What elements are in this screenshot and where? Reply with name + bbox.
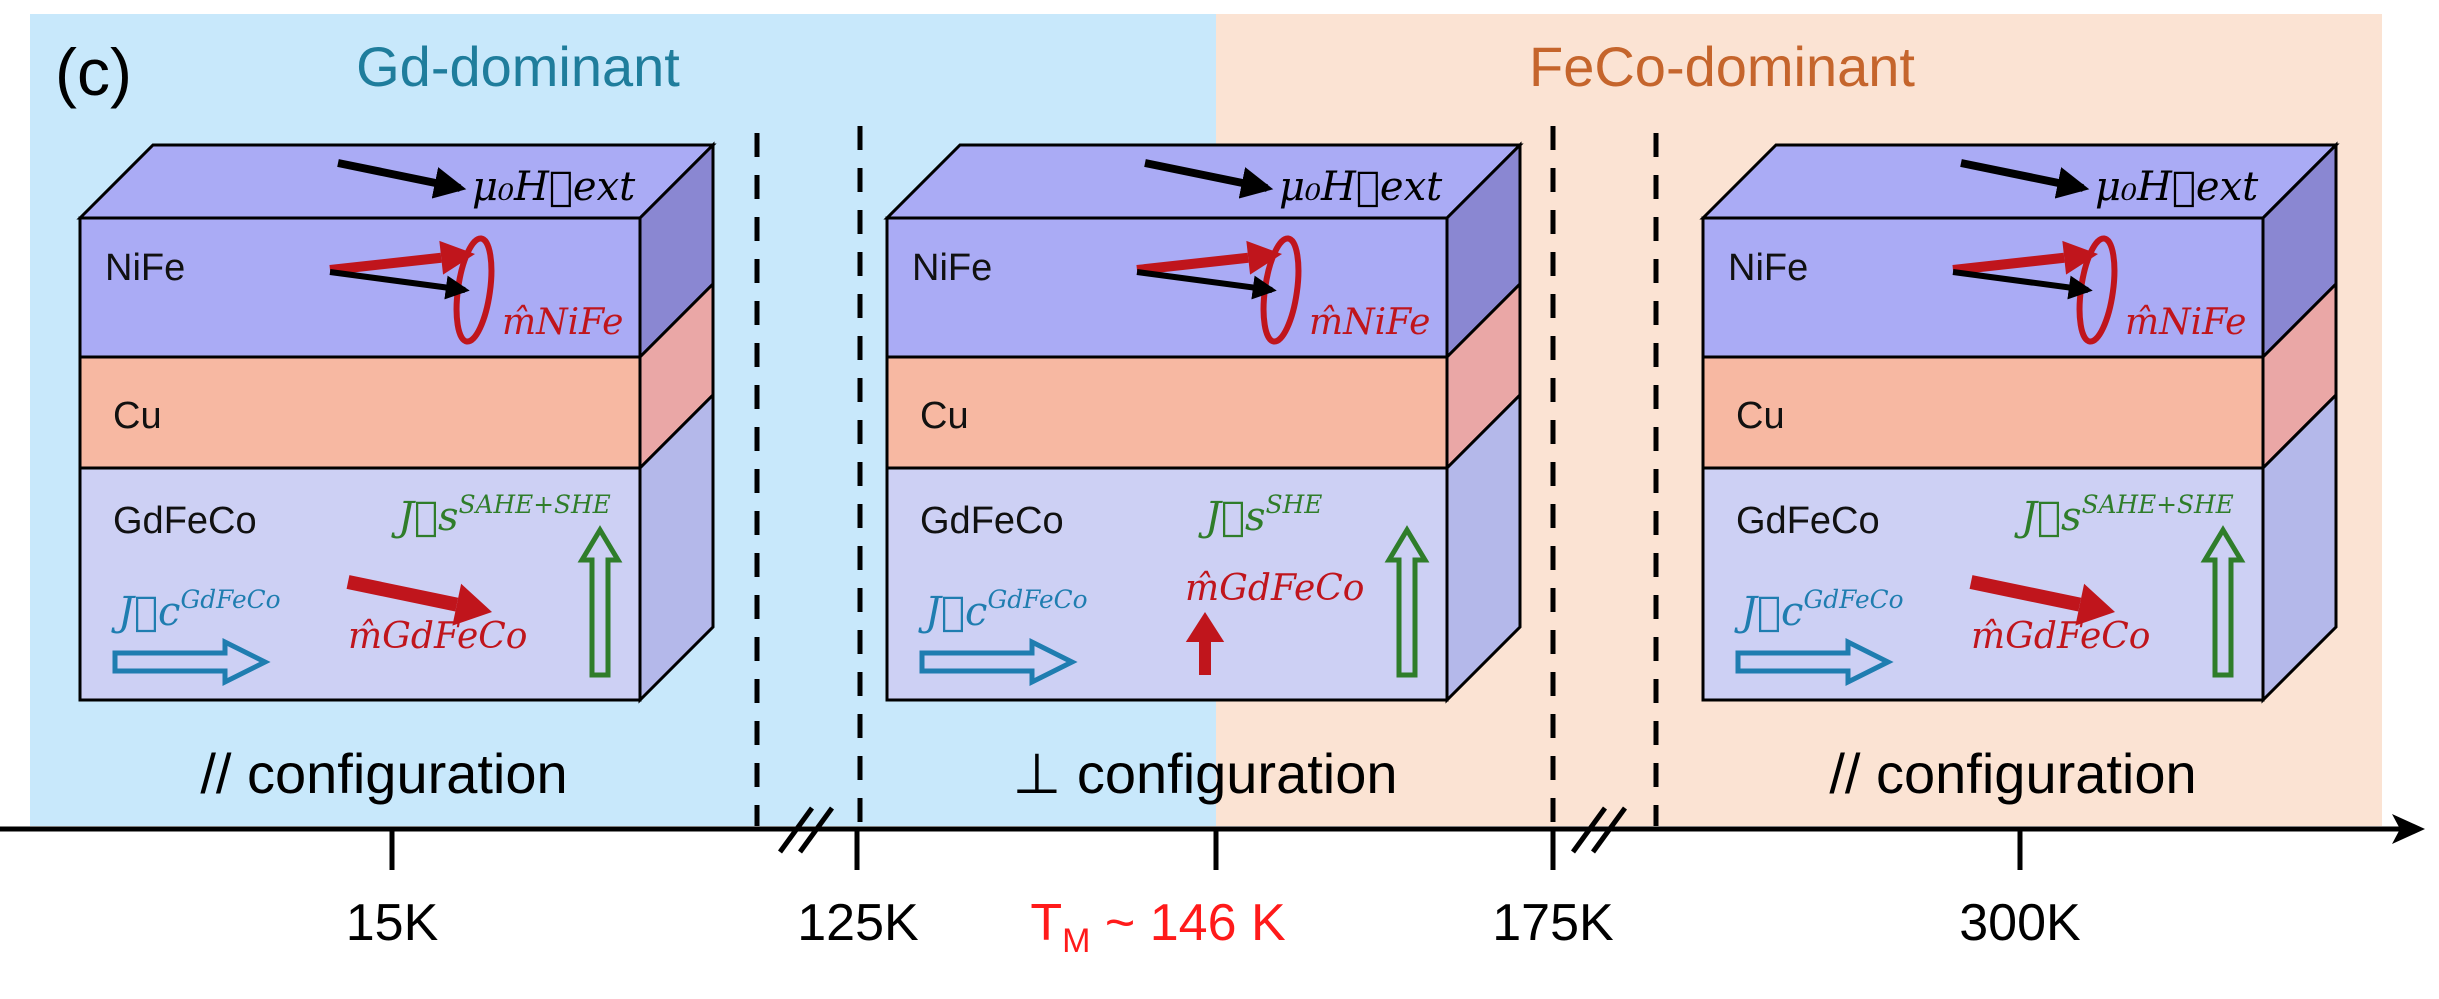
charge-current-label: J⃗cGdFeCo xyxy=(918,585,1088,635)
tick-label-tm: TM ~ 146 K xyxy=(1030,894,1286,960)
config-label-2: ⊥ configuration xyxy=(1013,742,1398,805)
gdfeco-label: GdFeCo xyxy=(920,500,1064,542)
tick-label-125k: 125K xyxy=(797,894,919,952)
axis-break-mark xyxy=(777,806,815,854)
m-nife-label: m̂NiFe xyxy=(2125,302,2246,343)
nife-magnetization-arrow-head xyxy=(439,240,475,275)
tick-label-15k: 15K xyxy=(346,894,439,952)
tick-label-300k: 300K xyxy=(1959,894,2081,952)
gdfeco-magnetization-arrow-head xyxy=(1185,612,1225,642)
external-field-arrow xyxy=(337,159,467,199)
nife-magnetization-arrow-shaft xyxy=(1136,252,1249,275)
charge-current-arrow xyxy=(919,637,1078,687)
spin-current-arrow xyxy=(577,525,623,678)
nife-equilibrium-arrow xyxy=(1952,269,2093,300)
cu-layer xyxy=(1701,355,2265,470)
gdfeco-layer xyxy=(885,466,1449,702)
tm-subscript: M xyxy=(1062,922,1090,960)
gd-dominant-label: Gd-dominant xyxy=(356,35,680,98)
tick-label-175k: 175K xyxy=(1492,894,1614,952)
m-nife-label: m̂NiFe xyxy=(502,302,623,343)
tm-letter: T xyxy=(1030,894,1062,952)
gdfeco-label: GdFeCo xyxy=(113,500,257,542)
panel-label: (c) xyxy=(55,35,132,109)
temperature-axis: 15K 125K TM ~ 146 K 175K 300K xyxy=(0,806,2425,960)
cu-label: Cu xyxy=(920,395,969,437)
cu-label: Cu xyxy=(113,395,162,437)
m-nife-label: m̂NiFe xyxy=(1309,302,1430,343)
spin-current-label: J⃗sSHE xyxy=(1198,490,1322,540)
nife-magnetization-arrow-head xyxy=(1246,240,1282,275)
nife-equilibrium-arrow xyxy=(1136,269,1277,300)
axis-arrowhead xyxy=(2392,814,2425,844)
m-gdfeco-label: m̂GdFeCo xyxy=(348,616,527,657)
nife-magnetization-arrow-shaft xyxy=(1952,252,2065,275)
gdfeco-magnetization-arrow-shaft xyxy=(346,575,459,612)
nife-equilibrium-arrow xyxy=(329,269,470,300)
config-label-3: // configuration xyxy=(1829,742,2196,805)
cu-layer xyxy=(885,355,1449,470)
nife-layer xyxy=(1701,216,2265,359)
feco-dominant-label: FeCo-dominant xyxy=(1529,35,1915,98)
m-gdfeco-label: m̂GdFeCo xyxy=(1185,568,1364,609)
gdfeco-magnetization-arrow-head xyxy=(2075,583,2115,626)
spin-current-label: J⃗sSAHE+SHE xyxy=(391,490,611,540)
spin-current-arrow xyxy=(2200,525,2246,678)
spin-current-arrow xyxy=(1384,525,1430,678)
charge-current-label: J⃗cGdFeCo xyxy=(111,585,281,635)
axis-break-mark xyxy=(1570,806,1608,854)
nife-label: NiFe xyxy=(1728,247,1808,289)
external-field-arrow xyxy=(1144,159,1274,199)
external-field-label: μ₀H⃗ext xyxy=(472,164,636,210)
nife-layer xyxy=(885,216,1449,359)
nife-magnetization-arrow-head xyxy=(2062,240,2098,275)
gdfeco-magnetization-arrow-head xyxy=(452,583,492,626)
external-field-label: μ₀H⃗ext xyxy=(1279,164,1443,210)
nife-magnetization-arrow-shaft xyxy=(329,252,442,275)
cu-label: Cu xyxy=(1736,395,1785,437)
axis-break-mark xyxy=(1590,806,1628,854)
gdfeco-label: GdFeCo xyxy=(1736,500,1880,542)
external-field-arrow xyxy=(1960,159,2090,199)
tm-value: ~ 146 K xyxy=(1090,894,1285,952)
config-label-1: // configuration xyxy=(200,742,567,805)
axis-break-marks xyxy=(777,806,1628,854)
charge-current-arrow xyxy=(112,637,271,687)
gdfeco-magnetization-arrow-shaft xyxy=(1969,575,2082,612)
charge-current-label: J⃗cGdFeCo xyxy=(1734,585,1904,635)
spin-current-label: J⃗sSAHE+SHE xyxy=(2014,490,2234,540)
nife-label: NiFe xyxy=(912,247,992,289)
cu-layer xyxy=(78,355,642,470)
nife-label: NiFe xyxy=(105,247,185,289)
dashed-break-lines xyxy=(754,126,1659,826)
m-gdfeco-label: m̂GdFeCo xyxy=(1971,616,2150,657)
charge-current-arrow xyxy=(1735,637,1894,687)
axis-break-mark xyxy=(797,806,835,854)
nife-layer xyxy=(78,216,642,359)
external-field-label: μ₀H⃗ext xyxy=(2095,164,2259,210)
